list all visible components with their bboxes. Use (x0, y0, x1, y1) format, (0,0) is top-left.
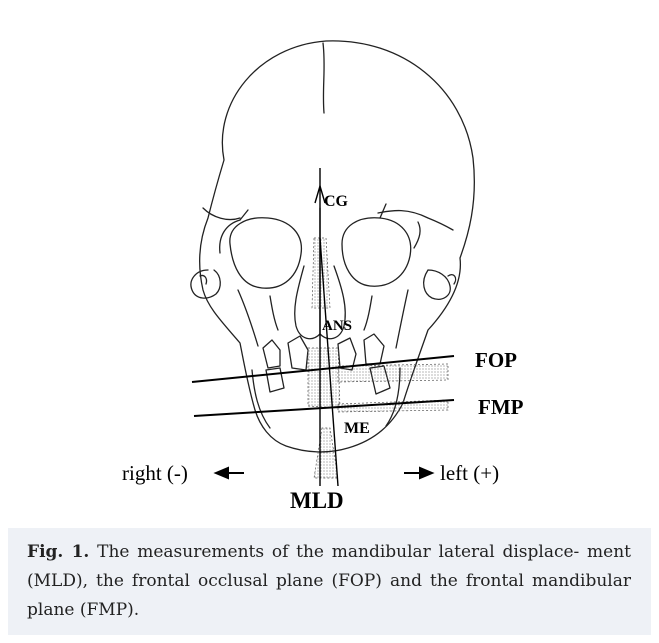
skull-diagram: CG ANS FOP FMP ME MLD right (-) left (+) (8, 8, 651, 528)
fmp-label: FMP (478, 395, 524, 419)
left-direction-label: left (+) (440, 461, 500, 485)
midline (314, 168, 339, 487)
right-direction-label: right (-) (122, 461, 188, 485)
skull-drawing (190, 40, 475, 487)
ans-label: ANS (322, 318, 353, 334)
sagittal-suture (322, 42, 325, 114)
brow-line-left (377, 209, 454, 231)
fop-line (191, 355, 455, 383)
zygoma-right (190, 269, 221, 299)
teeth-left (363, 333, 385, 365)
figure-caption: Fig. 1. The measurements of the mandibul… (27, 538, 631, 625)
cg-label: CG (324, 193, 348, 210)
figure-panel: CG ANS FOP FMP ME MLD right (-) left (+)… (8, 8, 651, 635)
mld-label: MLD (290, 488, 344, 513)
orbit-right (229, 217, 302, 289)
zygoma-left (422, 269, 451, 300)
caption-text: The measurements of the mandibular later… (27, 542, 632, 620)
teeth-right (262, 339, 281, 369)
fmp-line (193, 399, 455, 417)
me-label: ME (344, 420, 370, 437)
brow-line-right (202, 207, 241, 221)
orbit-left (341, 217, 412, 287)
fop-label: FOP (475, 348, 517, 372)
figure-number: Fig. 1. (27, 542, 90, 562)
